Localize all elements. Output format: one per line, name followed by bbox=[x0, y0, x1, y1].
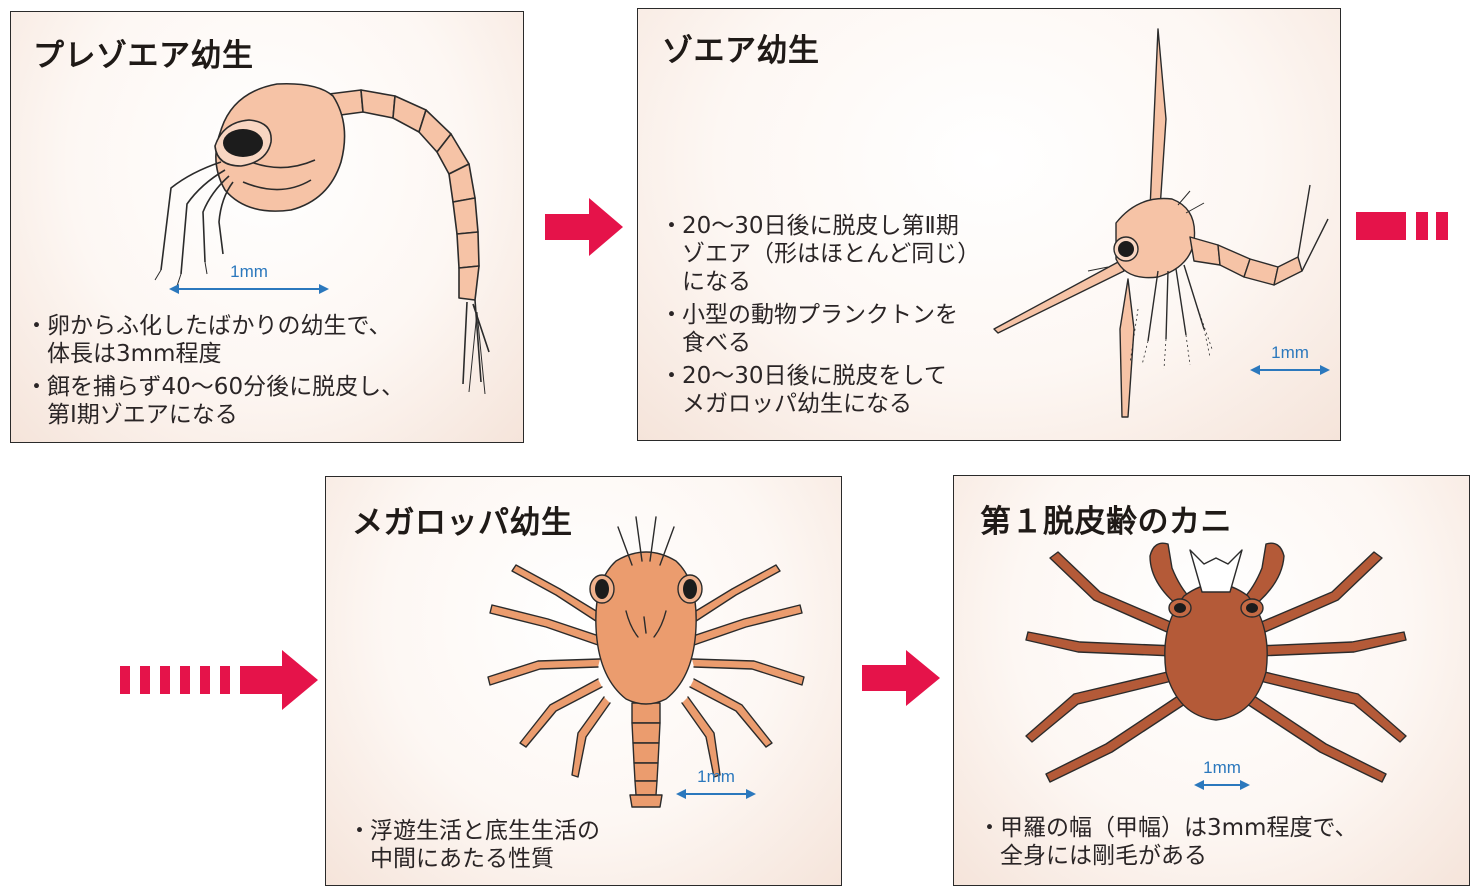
stage-panel-prezoea: プレゾエア幼生 bbox=[10, 11, 524, 443]
stage-notes: 甲羅の幅（甲幅）は3mm程度で、 全身には剛毛がある bbox=[978, 814, 1456, 875]
stage-panel-megalopa: メガロッパ幼生 bbox=[325, 476, 842, 886]
note-line: 体長は3mm程度 bbox=[47, 341, 222, 367]
scale-bar: 1mm bbox=[674, 767, 758, 803]
zoea-illustration bbox=[993, 28, 1329, 418]
note-line: ゾエア（形はほとんど同じ） bbox=[682, 241, 981, 267]
scale-label: 1mm bbox=[1203, 758, 1241, 777]
note-line: 20〜30日後に脱皮をして bbox=[682, 363, 947, 389]
note-line: になる bbox=[682, 269, 751, 295]
prezoea-illustration bbox=[154, 82, 490, 395]
note-item: 餌を捕らず40〜60分後に脱皮し、 第Ⅰ期ゾエアになる bbox=[25, 373, 513, 429]
stage-title: プレゾエア幼生 bbox=[33, 38, 254, 74]
double-arrow-icon bbox=[169, 284, 329, 294]
note-line: 卵からふ化したばかりの幼生で、 bbox=[47, 313, 392, 339]
scale-bar: 1mm bbox=[1248, 343, 1332, 379]
double-arrow-icon bbox=[1194, 780, 1250, 790]
note-item: 20〜30日後に脱皮をして メガロッパ幼生になる bbox=[660, 362, 1048, 418]
megalopa-illustration bbox=[487, 516, 805, 808]
note-line: メガロッパ幼生になる bbox=[682, 391, 912, 417]
note-item: 小型の動物プランクトンを 食べる bbox=[660, 301, 1048, 357]
crab-illustration bbox=[1025, 542, 1407, 783]
stage-title: メガロッパ幼生 bbox=[352, 505, 573, 541]
note-line: 20〜30日後に脱皮し第Ⅱ期 bbox=[682, 213, 959, 239]
scale-label: 1mm bbox=[230, 262, 268, 281]
stage-panel-zoea: ゾエア幼生 1 bbox=[637, 8, 1341, 441]
note-line: 小型の動物プランクトンを bbox=[682, 302, 958, 328]
note-line: 餌を捕らず40〜60分後に脱皮し、 bbox=[47, 374, 405, 400]
stage-panel-first-crab: 第１脱皮齢のカニ 1mm bbox=[953, 475, 1470, 886]
double-arrow-icon bbox=[1250, 365, 1330, 375]
stage-title: 第１脱皮齢のカニ bbox=[980, 504, 1232, 540]
dashed-arrow-continue-icon bbox=[1356, 212, 1448, 240]
note-line: 中間にあたる性質 bbox=[370, 846, 554, 872]
stage-notes: 浮遊生活と底生生活の 中間にあたる性質 bbox=[348, 817, 696, 878]
stage-notes: 卵からふ化したばかりの幼生で、 体長は3mm程度 餌を捕らず40〜60分後に脱皮… bbox=[25, 312, 513, 434]
note-line: 食べる bbox=[682, 330, 751, 356]
note-item: 20〜30日後に脱皮し第Ⅱ期 ゾエア（形はほとんど同じ） になる bbox=[660, 212, 1048, 296]
note-item: 甲羅の幅（甲幅）は3mm程度で、 全身には剛毛がある bbox=[978, 814, 1456, 870]
scale-label: 1mm bbox=[697, 767, 735, 786]
double-arrow-icon bbox=[676, 789, 756, 799]
note-line: 第Ⅰ期ゾエアになる bbox=[47, 402, 238, 428]
scale-bar: 1mm bbox=[1192, 758, 1252, 794]
scale-bar: 1mm bbox=[167, 262, 331, 298]
note-item: 卵からふ化したばかりの幼生で、 体長は3mm程度 bbox=[25, 312, 513, 368]
dashed-arrow-incoming-icon bbox=[120, 650, 318, 710]
arrow-right-icon bbox=[862, 650, 940, 706]
note-item: 浮遊生活と底生生活の 中間にあたる性質 bbox=[348, 817, 696, 873]
stage-title: ゾエア幼生 bbox=[662, 33, 820, 69]
note-line: 全身には剛毛がある bbox=[1000, 843, 1207, 869]
scale-label: 1mm bbox=[1271, 343, 1309, 362]
arrow-right-icon bbox=[545, 198, 623, 256]
note-line: 浮遊生活と底生生活の bbox=[370, 818, 600, 844]
note-line: 甲羅の幅（甲幅）は3mm程度で、 bbox=[1000, 815, 1358, 841]
stage-notes: 20〜30日後に脱皮し第Ⅱ期 ゾエア（形はほとんど同じ） になる 小型の動物プラ… bbox=[660, 212, 1048, 423]
